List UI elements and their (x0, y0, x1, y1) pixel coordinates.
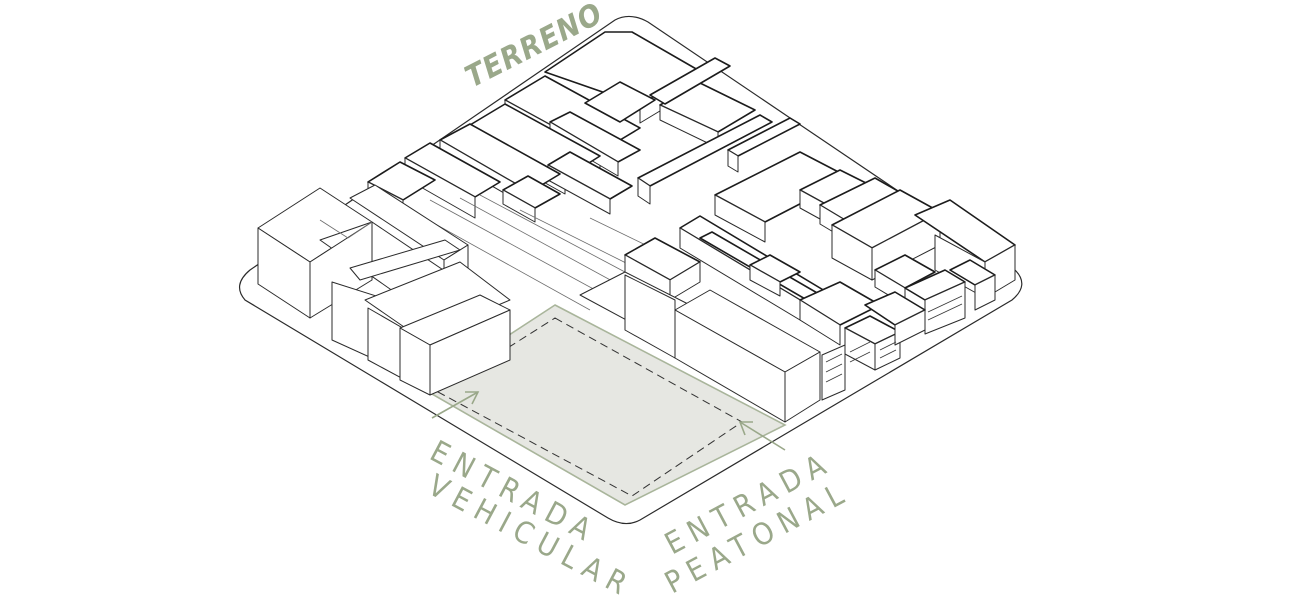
axonometric-site-diagram: TERRENO ENTRADA VEHICULAR ENTRADA PEATON… (0, 0, 1315, 608)
